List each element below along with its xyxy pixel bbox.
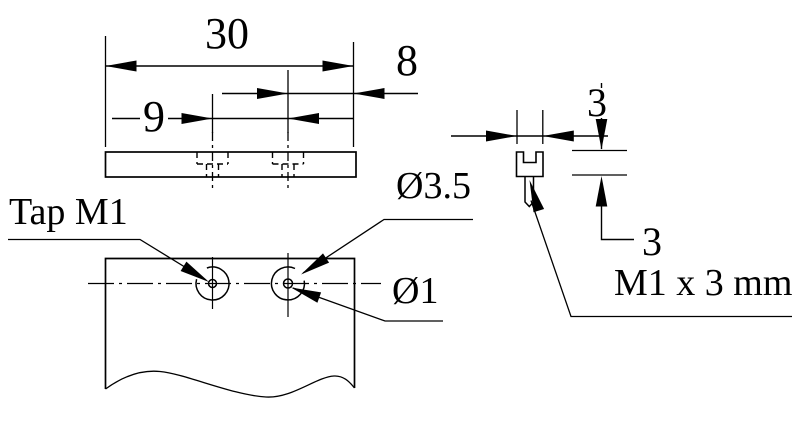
dim-8-label: 8 — [396, 36, 418, 85]
dim-screw-height-arrow-down — [595, 119, 608, 150]
screw-head — [515, 151, 544, 178]
dia-1-note: Ø1 — [392, 270, 438, 312]
pilot-hole-left — [207, 278, 218, 289]
dim-9-label: 9 — [143, 92, 165, 141]
leader-dia-3-5-arrow — [301, 253, 330, 275]
dia-3-5-note: Ø3.5 — [396, 165, 471, 207]
tapped-hole-left-arc — [195, 266, 230, 301]
leader-m1x3-arrow — [529, 180, 545, 213]
dim-screw-width — [451, 110, 608, 144]
leader-dia-3-5 — [301, 218, 473, 275]
screw-detail — [515, 151, 544, 208]
top-view-outline — [104, 257, 356, 389]
side-view-outline — [104, 151, 357, 178]
m1x3-note: M1 x 3 mm — [614, 262, 792, 304]
dim-screw-height-arrow-up — [595, 176, 608, 207]
dim-screw-width-arrow-left — [486, 130, 517, 142]
hidden-hole-left — [196, 152, 229, 177]
dim-30-arrow-left — [105, 60, 137, 72]
dim-8 — [222, 70, 418, 133]
tap-m1-note: Tap M1 — [9, 191, 128, 233]
dim-screw-width-arrow-right — [542, 130, 574, 142]
break-line-wave — [105, 370, 356, 398]
dim-8-arrow-right — [353, 88, 385, 99]
dim-9-label-mask — [140, 99, 168, 133]
screw-shank — [524, 176, 535, 208]
hidden-hole-right — [271, 152, 305, 177]
dim-9-arrow-right — [288, 113, 319, 124]
dim-3-top-label: 3 — [587, 80, 607, 125]
dim-3-top-label-mask — [585, 88, 609, 118]
leader-tap-m1-arrow — [180, 261, 209, 282]
dim-30-label: 30 — [205, 9, 249, 58]
leader-dia-1 — [291, 287, 443, 322]
leader-tap-m1 — [8, 238, 209, 282]
side-view — [104, 132, 357, 191]
dim-screw-height-leader — [600, 206, 634, 241]
dim-9-arrow-left — [181, 113, 213, 124]
dim-30 — [104, 36, 355, 147]
dim-8-arrow-left — [257, 88, 288, 99]
dim-30-arrow-right — [322, 60, 354, 72]
pilot-hole-right — [282, 278, 294, 289]
leader-dia-1-arrow — [291, 287, 322, 303]
top-view — [88, 253, 381, 398]
dim-3-bottom-label: 3 — [642, 219, 662, 264]
